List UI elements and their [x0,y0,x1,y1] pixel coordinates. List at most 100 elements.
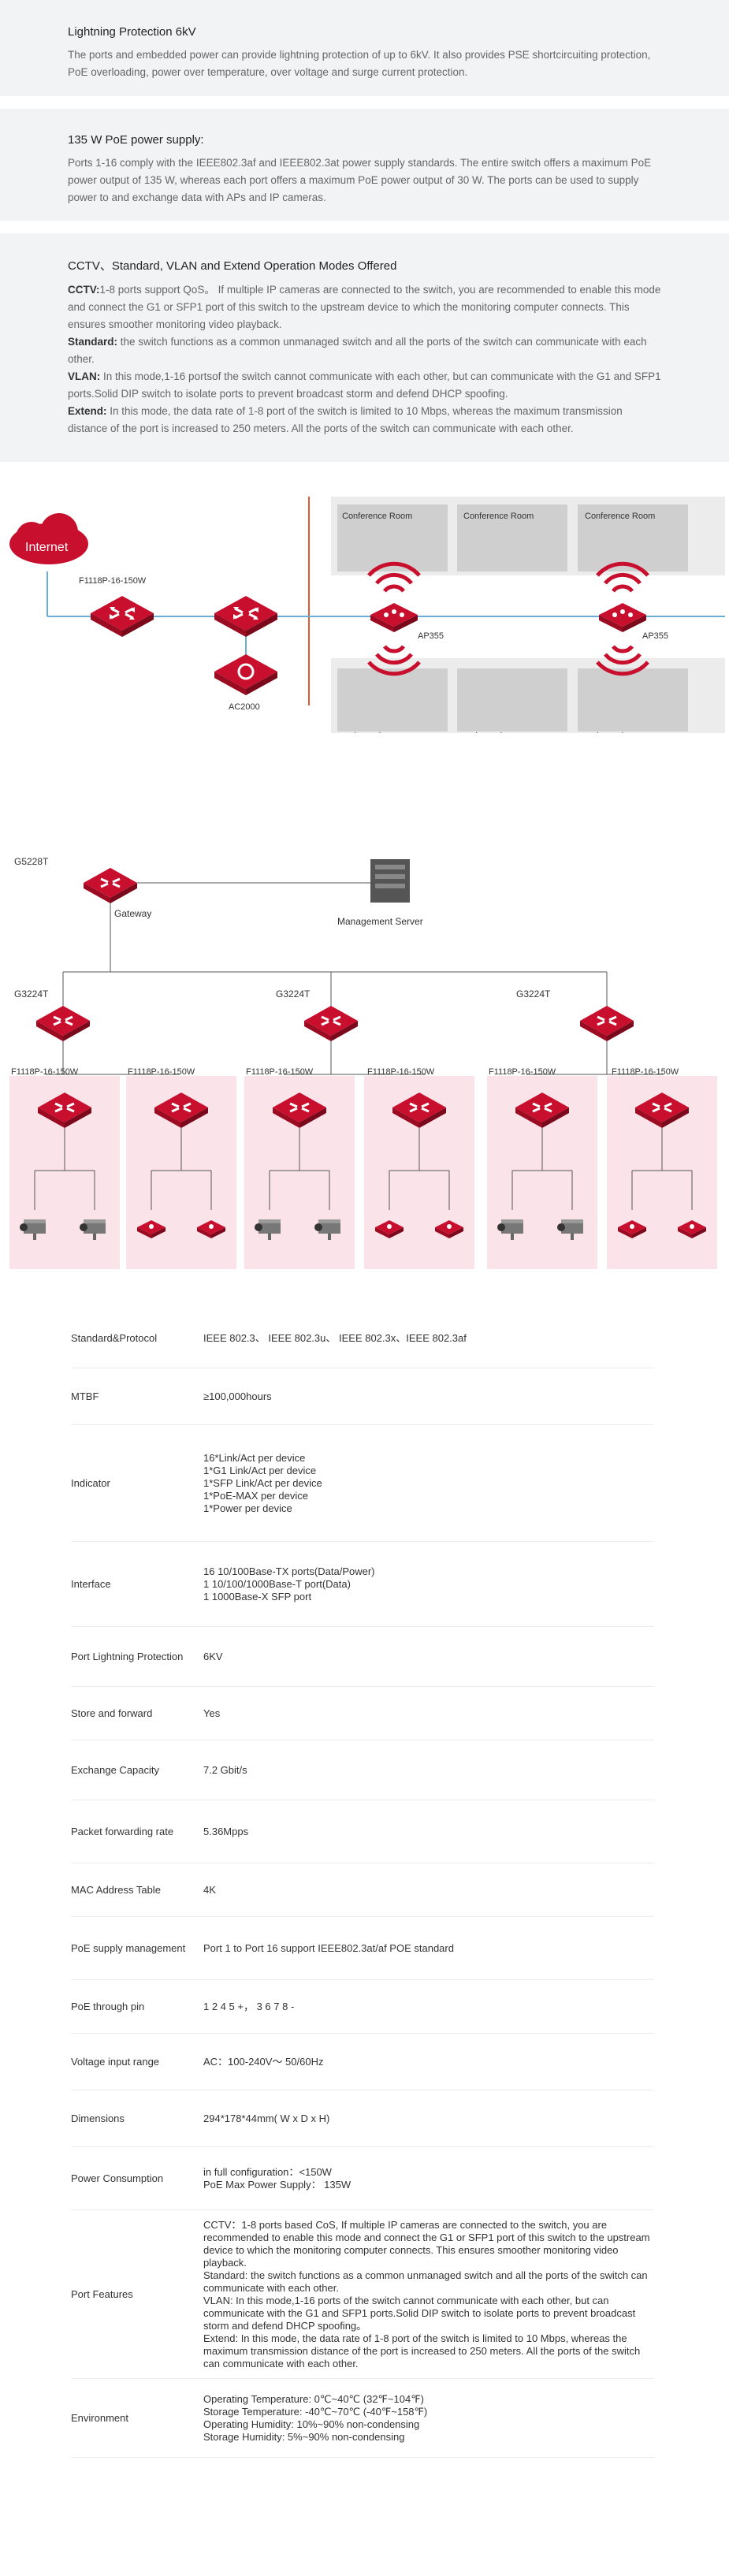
spec-key: Store and forward [71,1707,153,1719]
spec-key: Dimensions [71,2112,125,2124]
spec-row: Port Lightning Protection 6KV [71,1627,654,1687]
agg-label-1: G3224T [14,988,49,1000]
room-label-2: Conference Room [463,512,534,521]
spec-value: AC：100-240V～ 50/60Hz [203,2055,324,2068]
spec-key: Indicator [71,1476,110,1489]
spec-key: Voltage input range [71,2055,160,2068]
ap-icon-1 [370,603,418,632]
ap-label-1: AP355 [418,631,444,641]
spec-row: Store and forward Yes [71,1687,654,1740]
vlan-label: VLAN: [68,370,101,382]
poe-switch-icon [89,594,155,638]
modes-title: CCTV、Standard, VLAN and Extend Operation… [68,259,397,273]
standard-label: Standard: [68,336,118,348]
room-label-1: Conference Room [342,512,412,521]
poe-body: Ports 1-16 comply with the IEEE802.3af a… [68,157,652,203]
server-label: Management Server [337,916,423,927]
restaurant-label-3: restaurant [585,731,624,733]
spec-key: Interface [71,1577,111,1590]
spec-value: 6KV [203,1650,223,1662]
poe-section: 135 W PoE power supply: Ports 1-16 compl… [0,109,729,221]
internet-cloud-icon: Internet [9,513,88,564]
lightning-title: Lightning Protection 6kV [68,25,196,39]
spec-value: 5.36Mpps [203,1825,249,1837]
spec-value: IEEE 802.3、 IEEE 802.3u、 IEEE 802.3x、IEE… [203,1331,467,1344]
cctv-label: CCTV: [68,284,100,296]
room-label-3: Conference Room [585,512,655,521]
agg-switch-icon-3 [578,1004,635,1043]
vlan-text: In this mode,1-16 portsof the switch can… [68,370,661,400]
lightning-body: The ports and embedded power can provide… [68,49,651,78]
modes-body: CCTV:1-8 ports support QoS。 If multiple … [68,281,661,437]
spec-row: MAC Address Table 4K [71,1863,654,1917]
spec-row: MTBF ≥100,000hours [71,1368,654,1425]
agg-switch-icon-2 [303,1004,359,1043]
spec-key: MTBF [71,1390,99,1402]
spec-value: 16*Link/Act per device 1*G1 Link/Act per… [203,1451,322,1514]
spec-value: CCTV：1-8 ports based CoS, If multiple IP… [203,2218,650,2369]
spec-row: Power Consumption in full configuration：<… [71,2147,654,2210]
ap-icon-2 [599,603,646,632]
modes-section: CCTV、Standard, VLAN and Extend Operation… [0,233,729,462]
spec-row: PoE through pin 1 2 4 5 +， 3 6 7 8 - [71,1980,654,2034]
restaurant-label-1: restaurant [342,731,381,733]
agg-switch-icon-1 [35,1004,91,1043]
spec-value: 4K [203,1883,216,1896]
network-diagram-wireless: Conference Room Conference Room Conferen… [0,481,729,740]
spec-row: Packet forwarding rate 5.36Mpps [71,1800,654,1863]
spec-key: Port Lightning Protection [71,1650,184,1662]
standard-text: the switch functions as a common unmanag… [68,336,647,365]
spec-value: Yes [203,1707,221,1719]
agg-label-2: G3224T [276,988,311,1000]
spec-row: Dimensions 294*178*44mm( W x D x H) [71,2090,654,2147]
access-label-1: F1118P-16-150W [11,1067,79,1077]
restaurant-2 [457,668,567,731]
spec-key: Power Consumption [71,2172,164,2184]
spec-row: Port Features CCTV：1-8 ports based CoS, I… [71,2210,654,2379]
spec-value: 294*178*44mm( W x D x H) [203,2112,330,2124]
conference-room-1 [337,504,448,571]
internet-label: Internet [25,541,69,554]
cctv-text: 1-8 ports support QoS。 If multiple IP ca… [68,284,661,330]
ac-label: AC2000 [229,702,260,712]
conference-room-2 [457,504,567,571]
conference-room-3 [578,504,688,571]
lightning-section: Lightning Protection 6kV The ports and e… [0,0,729,96]
extend-text: In this mode, the data rate of 1-8 port … [68,405,623,434]
restaurant-3 [578,668,688,731]
spec-key: PoE through pin [71,2000,145,2012]
spec-value: Operating Temperature: 0℃~40℃ (32℉~104℉)… [203,2392,428,2443]
access-label-2: F1118P-16-150W [128,1067,195,1077]
core-label: G5228T [14,856,49,867]
ap-label-2: AP355 [642,631,668,641]
spec-row: Indicator 16*Link/Act per device 1*G1 Lin… [71,1425,654,1542]
spec-row: Voltage input range AC：100-240V～ 50/60Hz [71,2034,654,2090]
gateway-label: Gateway [114,908,151,919]
spec-key: Exchange Capacity [71,1763,160,1776]
spec-key: MAC Address Table [71,1883,161,1896]
spec-value: 1 2 4 5 +， 3 6 7 8 - [203,2000,295,2012]
switch-label: F1118P-16-150W [79,576,147,586]
router-icon [213,594,279,638]
access-label-4: F1118P-16-150W [367,1067,435,1077]
extend-label: Extend: [68,405,107,417]
spec-value: ≥100,000hours [203,1390,272,1402]
spec-value: 7.2 Gbit/s [203,1763,247,1776]
spec-row: Exchange Capacity 7.2 Gbit/s [71,1740,654,1800]
poe-title: 135 W PoE power supply: [68,133,204,147]
controller-icon [214,654,277,695]
agg-label-3: G3224T [516,988,551,1000]
access-label-6: F1118P-16-150W [612,1067,679,1077]
server-icon [370,859,410,903]
network-diagram-surveillance: G5228T Gateway Management Server G3224T … [0,839,729,1305]
spec-value: in full configuration：<150W PoE Max Powe… [203,2165,351,2191]
access-label-5: F1118P-16-150W [489,1067,556,1077]
spec-key: PoE supply management [71,1941,186,1954]
spec-key: Packet forwarding rate [71,1825,174,1837]
spec-key: Port Features [71,2288,133,2300]
restaurant-label-2: restaurant [463,731,503,733]
core-switch-icon [82,866,139,905]
